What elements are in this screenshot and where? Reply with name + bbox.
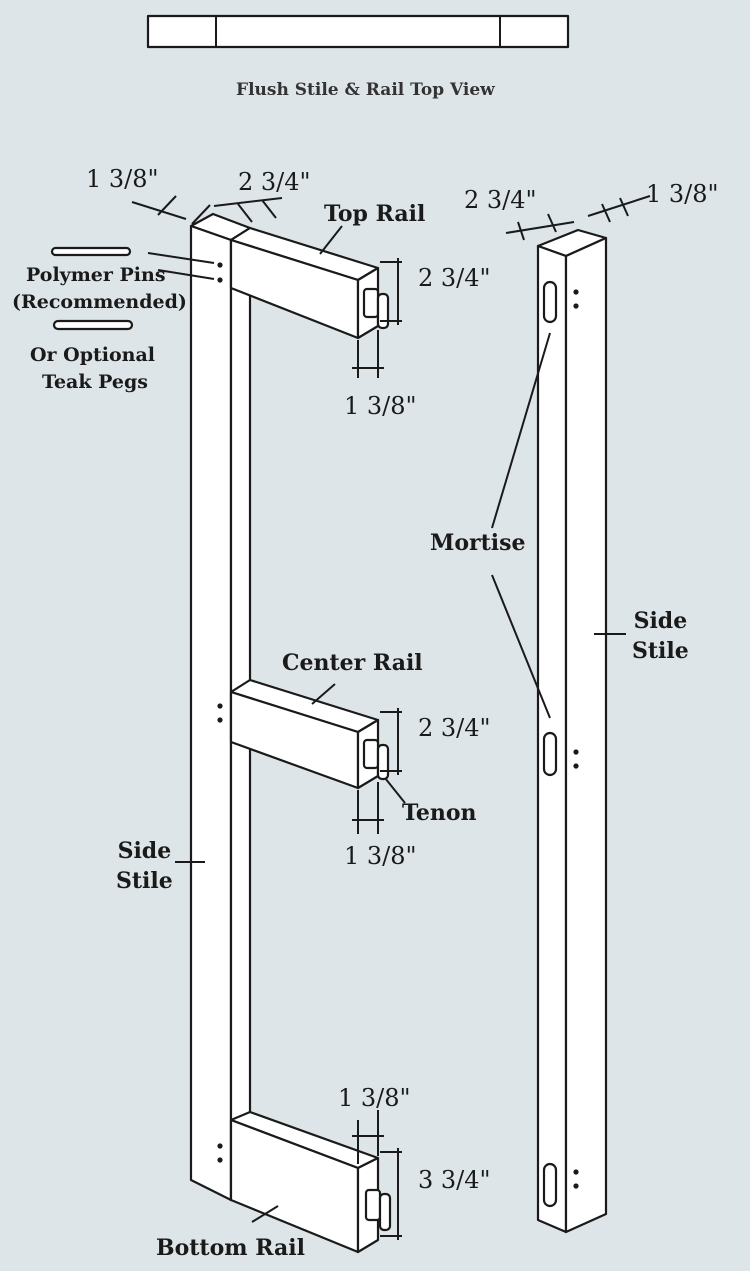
teak-peg-icon	[52, 319, 134, 331]
left-stile-front-face	[189, 224, 233, 1202]
dimension-tick	[517, 221, 525, 241]
mortise-leader-line-upper	[491, 332, 551, 529]
dimension-tick	[237, 203, 253, 223]
pin-hole	[217, 1157, 223, 1163]
bottom-rail-leader-line	[251, 1205, 279, 1223]
dimension-tick	[157, 195, 177, 216]
top-rail-label: Top Rail	[324, 201, 426, 227]
right-stile-mortise-center	[542, 731, 558, 777]
tenon-leader-line	[384, 777, 406, 804]
bottom-rail-tenon	[364, 1188, 382, 1222]
right-side-stile-drawing	[536, 228, 608, 1234]
pin-hole	[573, 763, 579, 769]
left-side-stile-label: Side Stile	[116, 836, 173, 896]
pin-hole	[573, 1183, 579, 1189]
pin-hole	[573, 289, 579, 295]
right-side-stile-label-line2: Stile	[632, 638, 689, 664]
pin-hole	[217, 717, 223, 723]
bottom-rail-tenon-tip	[378, 1192, 392, 1232]
center-rail-drawing	[229, 678, 390, 790]
dimension-tick	[619, 197, 629, 217]
right-stile-wide-face	[564, 236, 608, 1234]
dimension-line	[587, 195, 651, 217]
dimension-tick	[191, 204, 211, 225]
top-tenon-thickness-dimension: 1 3/8"	[344, 392, 417, 420]
pin-hole	[573, 749, 579, 755]
top-view-drawing	[146, 14, 570, 49]
right-side-stile-label-line1: Side	[633, 608, 688, 634]
pin-leader-line	[157, 269, 215, 280]
bottom-rail-drawing	[229, 1110, 392, 1254]
pin-hole	[573, 303, 579, 309]
polymer-pin-icon	[50, 246, 132, 257]
pin-leader-line	[147, 252, 215, 264]
center-rail-tenon	[362, 738, 380, 770]
center-rail-height-dimension: 2 3/4"	[418, 714, 491, 742]
dimension-line	[213, 197, 283, 207]
polymer-pins-recommended-label: (Recommended)	[12, 291, 187, 313]
top-rail-leader-line	[319, 225, 343, 255]
top-view-outline	[146, 14, 570, 49]
polymer-pins-label: Polymer Pins	[26, 264, 166, 286]
dimension-line	[505, 221, 575, 234]
right-stile-mortise-bottom	[542, 1162, 558, 1208]
mortise-leader-line-lower	[491, 574, 551, 719]
dimension-tick	[261, 199, 277, 219]
left-side-stile-label-line2: Stile	[116, 868, 173, 894]
pin-hole	[217, 703, 223, 709]
dimension-lines	[131, 195, 651, 1240]
top-view-caption: Flush Stile & Rail Top View	[236, 80, 495, 100]
pin-hole	[573, 1169, 579, 1175]
leader-lines	[147, 225, 626, 1223]
bottom-rail-label: Bottom Rail	[156, 1235, 305, 1261]
center-rail-label: Center Rail	[282, 650, 423, 676]
right-stile-thickness-dimension: 1 3/8"	[646, 180, 719, 208]
top-rail-tenon	[362, 287, 380, 319]
bottom-rail-height-dimension: 3 3/4"	[418, 1166, 491, 1194]
center-rail-tenon-tip	[376, 743, 390, 781]
right-side-stile-label: Side Stile	[632, 606, 689, 666]
dimension-tick	[601, 203, 611, 223]
center-rail-leader-line	[311, 683, 336, 705]
right-stile-width-dimension: 2 3/4"	[464, 186, 537, 214]
bottom-tenon-thickness-dimension: 1 3/8"	[338, 1084, 411, 1112]
right-stile-mortise-top	[542, 280, 558, 324]
or-optional-label: Or Optional	[30, 344, 156, 366]
top-rail-height-dimension: 2 3/4"	[418, 264, 491, 292]
mortise-label: Mortise	[430, 530, 526, 556]
top-rail-tenon-tip	[376, 292, 390, 330]
top-rail-drawing	[229, 226, 390, 340]
dimension-line	[131, 201, 187, 220]
left-stile-pin-holes	[217, 262, 223, 1163]
pin-hole	[217, 262, 223, 268]
left-side-stile-label-line1: Side	[117, 838, 172, 864]
left-stile-thickness-dimension: 1 3/8"	[86, 165, 159, 193]
teak-pegs-label: Teak Pegs	[42, 371, 148, 393]
left-stile-width-dimension: 2 3/4"	[238, 168, 311, 196]
tenon-label: Tenon	[402, 800, 477, 826]
center-tenon-thickness-dimension: 1 3/8"	[344, 842, 417, 870]
dimension-tick	[547, 213, 557, 233]
pin-hole	[217, 1143, 223, 1149]
pin-hole	[217, 277, 223, 283]
